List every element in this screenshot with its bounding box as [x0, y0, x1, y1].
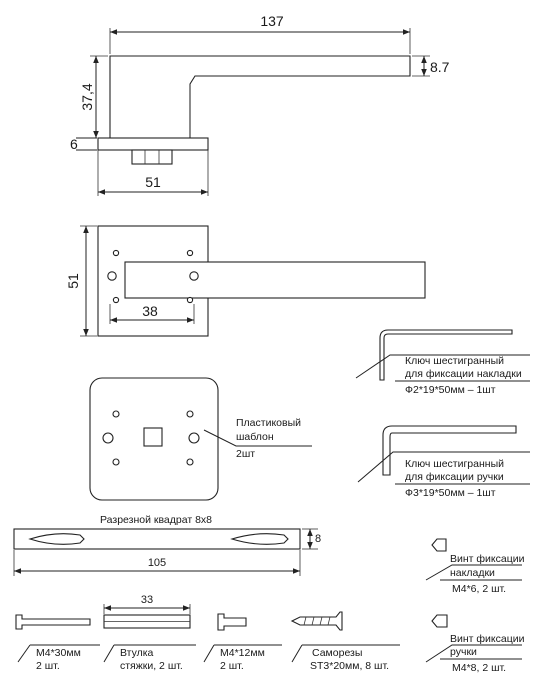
screw-rose-fixing: Винт фиксации накладки M4*6, 2 шт. [425, 538, 525, 595]
screw-hole [112, 249, 120, 257]
template-qty: 2шт [236, 448, 255, 460]
screw-rose-line2: накладки [450, 567, 495, 579]
hex-key-large-spec: Ф3*19*50мм – 1шт [405, 487, 496, 499]
handle-thickness-label: 8.7 [430, 59, 450, 75]
hex-key-large-line2: для фиксации ручки [405, 471, 504, 483]
set-screw-large-icon [431, 614, 448, 628]
handle-lever-top [124, 261, 426, 299]
screw-hole [186, 296, 194, 304]
spindle-label: Разрезной квадрат 8х8 [100, 514, 212, 526]
hex-key-small-line2: для фиксации накладки [405, 368, 522, 380]
handle-length-label: 137 [260, 13, 284, 29]
handle-height-label: 37,4 [79, 83, 95, 110]
screw-handle-line1: Винт фиксации [450, 633, 525, 645]
fixing-hole [189, 271, 199, 281]
long-bolt-spec: M4*30мм [36, 647, 81, 659]
long-bolt-qty: 2 шт. [36, 660, 60, 672]
screw-rose-line1: Винт фиксации [450, 553, 525, 565]
template-screw-hole [112, 410, 120, 418]
set-screw-small-icon [431, 538, 447, 552]
template-fixing-hole [102, 432, 114, 444]
wood-screw-line2: ST3*20мм, 8 шт. [310, 660, 389, 672]
hex-key-large: Ключ шестигранный для фиксации ручки Ф3*… [357, 425, 530, 499]
screw-handle-line2: ручки [450, 646, 477, 658]
spindle-bar [13, 528, 301, 550]
sleeve: 33 Втулка стяжки, 2 шт. [103, 594, 196, 672]
fixing-hole [107, 271, 117, 281]
hex-key-small-spec: Ф2*19*50мм – 1шт [405, 384, 496, 396]
short-bolt-spec: M4*12мм [220, 647, 265, 659]
spindle-spring [230, 533, 289, 545]
rose-size-label: 51 [65, 273, 81, 289]
spindle-spring [28, 533, 85, 545]
sleeve-line2: стяжки, 2 шт. [120, 660, 183, 672]
spindle-stub [131, 149, 173, 165]
spindle: Разрезной квадрат 8х8 8 105 [13, 514, 321, 576]
long-bolt: M4*30мм 2 шт. [15, 614, 100, 672]
hex-key-small-icon [379, 329, 513, 381]
rose-thickness-label: 6 [70, 136, 78, 152]
screw-rose-spec: M4*6, 2 шт. [452, 583, 506, 595]
hole-spacing-label: 38 [142, 303, 158, 319]
short-bolt-icon [217, 613, 247, 631]
short-bolt-qty: 2 шт. [220, 660, 244, 672]
short-bolt: M4*12мм 2 шт. [203, 613, 282, 672]
sleeve-length-label: 33 [141, 594, 153, 606]
handle-top-view: 51 38 [65, 225, 426, 337]
template-screw-hole [186, 458, 194, 466]
handle-lever-side [109, 55, 411, 139]
hex-key-large-icon [382, 425, 517, 476]
plastic-template: Пластиковый шаблон 2шт [89, 377, 312, 501]
wood-screw-icon [290, 611, 343, 631]
handle-side-view: 137 8.7 37,4 6 51 [70, 13, 450, 196]
template-square-hole [143, 427, 163, 447]
hex-key-large-line1: Ключ шестигранный [405, 458, 504, 470]
hex-key-small-line1: Ключ шестигранный [405, 355, 504, 367]
template-screw-hole [112, 458, 120, 466]
screw-handle-fixing: Винт фиксации ручки M4*8, 2 шт. [425, 614, 525, 674]
screw-hole [186, 249, 194, 257]
wood-screws: Саморезы ST3*20мм, 8 шт. [290, 611, 400, 672]
long-bolt-icon [15, 614, 91, 630]
template-label-line2: шаблон [236, 431, 274, 443]
template-label-line1: Пластиковый [236, 417, 301, 429]
template-screw-hole [186, 410, 194, 418]
wood-screw-line1: Саморезы [312, 647, 362, 659]
sleeve-line1: Втулка [120, 647, 154, 659]
spindle-thickness-label: 8 [315, 533, 321, 545]
screw-handle-spec: M4*8, 2 шт. [452, 662, 506, 674]
template-fixing-hole [188, 432, 200, 444]
hex-key-small: Ключ шестигранный для фиксации накладки … [355, 329, 530, 396]
spindle-length-label: 105 [148, 557, 166, 569]
rose-side [97, 137, 209, 151]
rose-width-label: 51 [145, 174, 161, 190]
screw-hole [112, 296, 120, 304]
